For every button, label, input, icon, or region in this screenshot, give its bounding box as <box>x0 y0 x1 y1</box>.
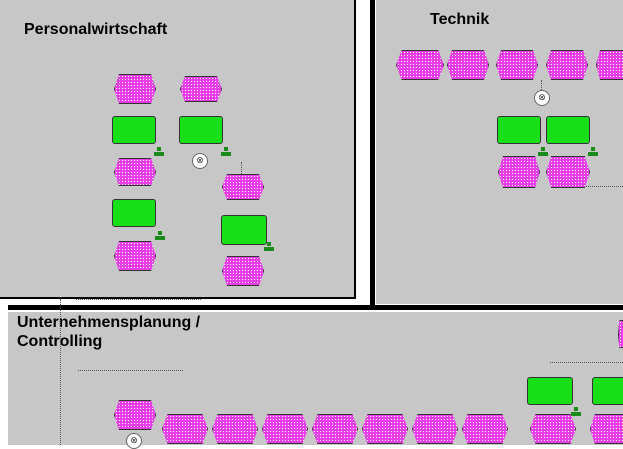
event-node[interactable] <box>596 50 623 80</box>
xor-connector-icon[interactable]: ⊗ <box>534 90 550 106</box>
event-node[interactable] <box>530 414 576 444</box>
connector-line <box>241 162 242 174</box>
event-node[interactable] <box>262 414 308 444</box>
event-node[interactable] <box>114 74 156 104</box>
function-node[interactable] <box>592 377 623 405</box>
org-unit-icon <box>154 143 164 156</box>
connector-line <box>60 299 61 445</box>
event-node[interactable] <box>496 50 538 80</box>
event-node[interactable] <box>212 414 258 444</box>
technik-title: Technik <box>430 11 490 28</box>
function-node[interactable] <box>112 116 156 144</box>
event-node[interactable] <box>590 414 623 444</box>
event-node[interactable] <box>462 414 508 444</box>
event-node[interactable] <box>618 320 623 348</box>
event-node[interactable] <box>114 158 156 186</box>
function-node[interactable] <box>112 199 156 227</box>
xor-connector-icon[interactable]: ⊗ <box>126 433 142 449</box>
connector-line <box>78 370 183 371</box>
function-node[interactable] <box>497 116 541 144</box>
lane-divider-vertical <box>370 0 375 305</box>
event-node[interactable] <box>546 156 590 188</box>
connector-line <box>541 80 542 90</box>
event-node[interactable] <box>498 156 540 188</box>
event-node[interactable] <box>114 241 156 271</box>
org-unit-icon <box>571 403 581 416</box>
event-node[interactable] <box>162 414 208 444</box>
panel-border-bottom <box>0 297 356 299</box>
function-node[interactable] <box>546 116 590 144</box>
function-node[interactable] <box>221 215 267 245</box>
org-unit-icon <box>221 143 231 156</box>
connector-line <box>76 299 201 300</box>
org-unit-icon <box>155 227 165 240</box>
org-unit-icon <box>538 143 548 156</box>
function-node[interactable] <box>179 116 223 144</box>
org-unit-icon <box>264 238 274 251</box>
panel-border-right <box>354 0 356 298</box>
event-node[interactable] <box>114 400 156 430</box>
personalwirtschaft-panel <box>0 0 355 298</box>
connector-line <box>560 186 623 187</box>
xor-connector-icon[interactable]: ⊗ <box>192 153 208 169</box>
controlling-title-line1: Unternehmensplanung / <box>17 314 201 331</box>
controlling-title-line2: Controlling <box>17 333 103 350</box>
event-node[interactable] <box>222 174 264 200</box>
function-node[interactable] <box>527 377 573 405</box>
event-node[interactable] <box>396 50 444 80</box>
lane-divider-horizontal <box>8 305 623 310</box>
event-node[interactable] <box>222 256 264 286</box>
event-node[interactable] <box>447 50 489 80</box>
event-node[interactable] <box>180 76 222 102</box>
event-node[interactable] <box>412 414 458 444</box>
personalwirtschaft-title: Personalwirtschaft <box>24 21 168 38</box>
connector-line <box>550 362 623 363</box>
event-node[interactable] <box>312 414 358 444</box>
event-node[interactable] <box>362 414 408 444</box>
technik-panel <box>376 0 623 304</box>
event-node[interactable] <box>546 50 588 80</box>
org-unit-icon <box>588 143 598 156</box>
